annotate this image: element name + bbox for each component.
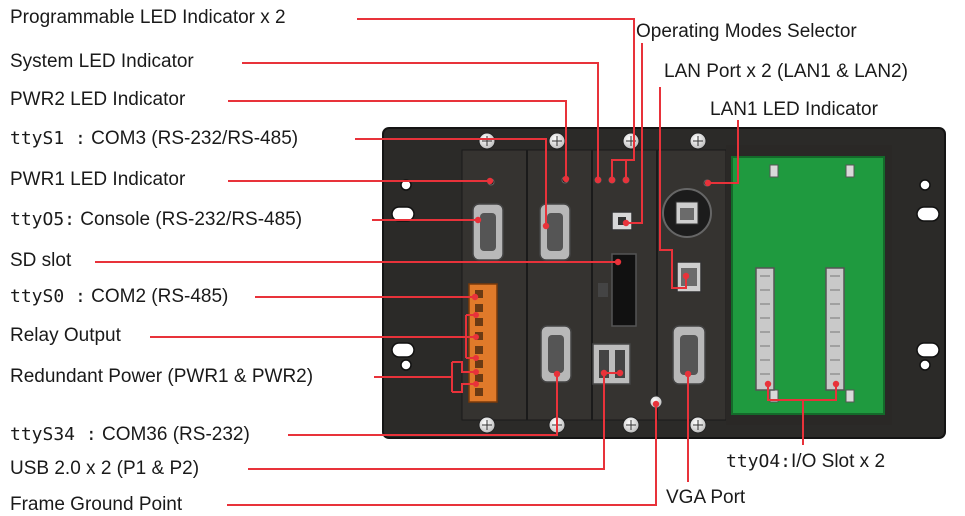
label-com36-text: COM36 (RS-232) bbox=[96, 424, 250, 445]
leader-dots bbox=[471, 175, 840, 408]
label-com3: ttyS1 : COM3 (RS-232/RS-485) bbox=[10, 128, 298, 150]
label-com36: ttyS34 : COM36 (RS-232) bbox=[10, 424, 250, 446]
label-operating-modes: Operating Modes Selector bbox=[636, 21, 857, 42]
label-lan1-led: LAN1 LED Indicator bbox=[710, 99, 878, 120]
io-slot-board bbox=[726, 145, 892, 425]
com3-port bbox=[539, 203, 571, 261]
label-com2: ttyS0 : COM2 (RS-485) bbox=[10, 286, 228, 308]
sd-slot bbox=[598, 253, 637, 327]
mounting-holes-right bbox=[916, 179, 940, 371]
io-slot-connector-2 bbox=[825, 267, 845, 391]
operating-modes-selector bbox=[611, 211, 633, 231]
leader-com36 bbox=[288, 374, 558, 436]
label-frame-ground: Frame Ground Point bbox=[10, 494, 183, 515]
leader-op-modes bbox=[626, 43, 643, 224]
console-port bbox=[472, 203, 504, 261]
label-redundant-power: Redundant Power (PWR1 & PWR2) bbox=[10, 366, 314, 387]
label-com2-device: ttyS0 : bbox=[10, 286, 86, 307]
label-com3-text: COM3 (RS-232/RS-485) bbox=[85, 128, 299, 149]
label-lan-port: LAN Port x 2 (LAN1 & LAN2) bbox=[664, 61, 908, 82]
vga-port bbox=[672, 325, 706, 385]
leader-prog-led-b bbox=[611, 159, 626, 179]
label-io-slot: ttyO4:I/O Slot x 2 bbox=[726, 451, 885, 473]
leader-sys-led bbox=[242, 62, 599, 179]
label-console-device: ttyO5: bbox=[10, 209, 76, 230]
leader-lines bbox=[95, 18, 837, 506]
leader-io-slot-b bbox=[803, 384, 837, 401]
label-io-slot-text: I/O Slot x 2 bbox=[791, 451, 886, 472]
label-pwr2-led: PWR2 LED Indicator bbox=[10, 89, 186, 110]
mounting-holes-left bbox=[391, 179, 415, 371]
label-console-text: Console (RS-232/RS-485) bbox=[75, 209, 303, 230]
label-com3-device: ttyS1 : bbox=[10, 128, 86, 149]
label-io-slot-device: ttyO4: bbox=[726, 451, 792, 472]
label-vga-port: VGA Port bbox=[666, 487, 746, 508]
label-usb: USB 2.0 x 2 (P1 & P2) bbox=[10, 458, 200, 479]
lan-port-1 bbox=[662, 188, 712, 238]
leader-redundant-power-c bbox=[452, 361, 476, 373]
label-console: ttyO5: Console (RS-232/RS-485) bbox=[10, 209, 302, 231]
leader-redundant-power-d bbox=[452, 383, 476, 393]
label-sd-slot: SD slot bbox=[10, 250, 72, 271]
leader-com3 bbox=[355, 138, 547, 226]
label-system-led: System LED Indicator bbox=[10, 51, 194, 72]
leader-pwr2-led bbox=[228, 100, 567, 178]
leader-io-slot bbox=[767, 384, 804, 445]
usb-ports bbox=[592, 343, 631, 385]
label-relay-output: Relay Output bbox=[10, 325, 121, 346]
io-slot-connector-1 bbox=[755, 267, 775, 391]
label-com36-device: ttyS34 : bbox=[10, 424, 97, 445]
leader-usb bbox=[248, 373, 605, 470]
leader-prog-led bbox=[357, 18, 635, 179]
leader-lan1-led bbox=[708, 120, 739, 184]
label-programmable-led: Programmable LED Indicator x 2 bbox=[10, 7, 286, 28]
label-com2-text: COM2 (RS-485) bbox=[85, 286, 229, 307]
leader-frame-ground bbox=[227, 406, 657, 506]
leader-lan bbox=[659, 87, 687, 289]
label-pwr1-led: PWR1 LED Indicator bbox=[10, 169, 186, 190]
